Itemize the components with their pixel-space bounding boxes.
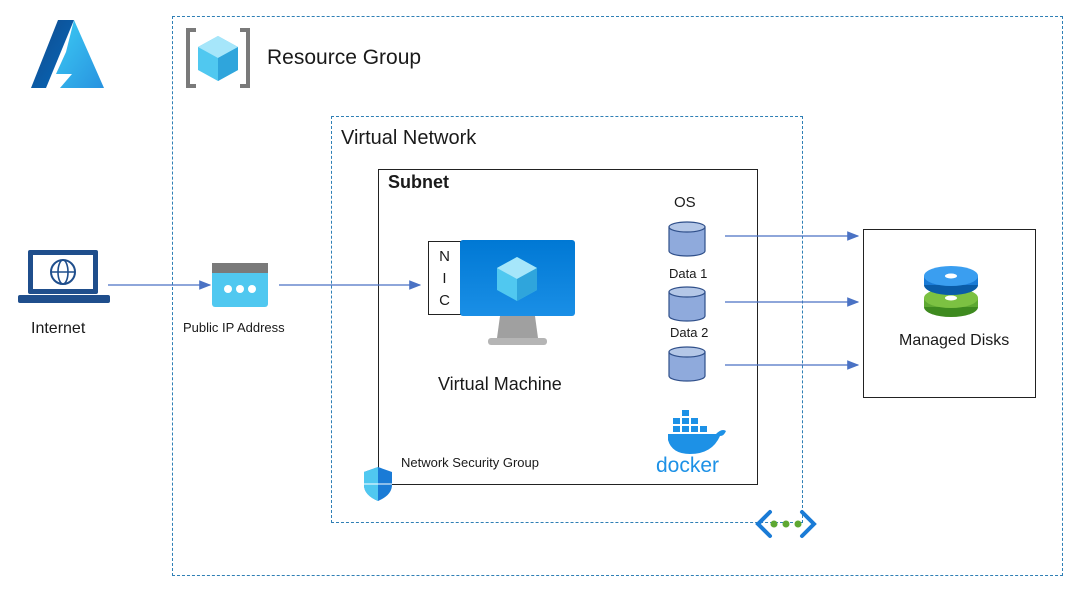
virtual-machine-label: Virtual Machine xyxy=(438,374,562,394)
nic-box: N I C xyxy=(428,241,461,315)
nic-letter-n: N xyxy=(439,247,450,265)
virtual-network-container xyxy=(331,116,803,523)
virtual-network-label: Virtual Network xyxy=(341,127,477,149)
vnet-connector-icon xyxy=(755,510,817,538)
internet-label: Internet xyxy=(31,320,86,337)
docker-wordmark: docker xyxy=(656,454,719,477)
subnet-container xyxy=(378,169,758,485)
nic-letter-i: I xyxy=(442,269,447,287)
public-ip-icon xyxy=(212,263,268,307)
azure-logo-icon xyxy=(31,20,104,88)
resource-group-icon xyxy=(186,28,250,88)
virtual-machine-icon xyxy=(460,240,575,345)
managed-disks-icon xyxy=(924,266,978,317)
subnet-label: Subnet xyxy=(388,172,449,192)
disk-cylinder-icon xyxy=(668,346,706,382)
disk-cylinder-icon xyxy=(668,286,706,322)
resource-group-container xyxy=(172,16,1063,576)
disk-cylinder-icon xyxy=(668,221,706,257)
docker-whale-icon xyxy=(668,410,726,454)
data1-disk-label: Data 1 xyxy=(669,266,708,281)
data2-disk-label: Data 2 xyxy=(670,325,709,340)
laptop-globe-icon xyxy=(18,250,110,303)
nsg-label: Network Security Group xyxy=(401,455,539,470)
public-ip-label: Public IP Address xyxy=(183,320,285,335)
shield-icon xyxy=(364,467,392,501)
os-disk-label: OS xyxy=(674,194,696,211)
resource-group-label: Resource Group xyxy=(267,46,422,69)
nic-letter-c: C xyxy=(439,291,450,309)
managed-disks-label: Managed Disks xyxy=(899,332,1010,349)
